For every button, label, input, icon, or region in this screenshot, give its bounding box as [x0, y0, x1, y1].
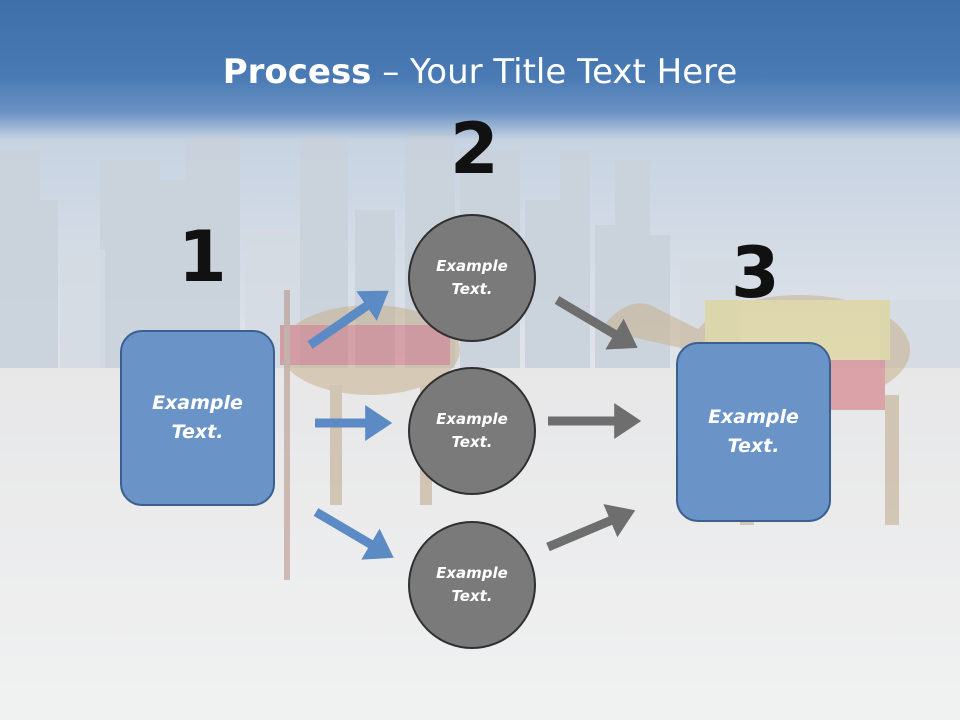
- title-banner: [0, 0, 960, 140]
- step-number-3: 3: [731, 232, 780, 314]
- circle-top[interactable]: Example Text.: [408, 214, 536, 342]
- step-number-1: 1: [178, 216, 227, 298]
- circle-bottom[interactable]: Example Text.: [408, 521, 536, 649]
- arrow-gray-up: [546, 504, 636, 552]
- title-bold-text: Process: [222, 52, 372, 92]
- circle-top-text: Example Text.: [436, 257, 508, 298]
- circle-middle[interactable]: Example Text.: [408, 367, 536, 495]
- arrow-gray-down: [554, 296, 638, 350]
- arrow-blue-up: [307, 290, 389, 349]
- title-rest-text: – Your Title Text Here: [371, 52, 738, 92]
- step-1-box[interactable]: Example Text.: [120, 330, 275, 506]
- arrow-blue-down: [313, 508, 394, 560]
- slide-title[interactable]: Process – Your Title Text Here: [0, 52, 960, 92]
- step-number-2: 2: [450, 108, 499, 190]
- step-3-box[interactable]: Example Text.: [676, 342, 831, 522]
- step-1-text: Example Text.: [152, 392, 243, 443]
- step-3-text: Example Text.: [708, 406, 799, 457]
- circle-middle-text: Example Text.: [436, 410, 508, 451]
- circle-bottom-text: Example Text.: [436, 564, 508, 605]
